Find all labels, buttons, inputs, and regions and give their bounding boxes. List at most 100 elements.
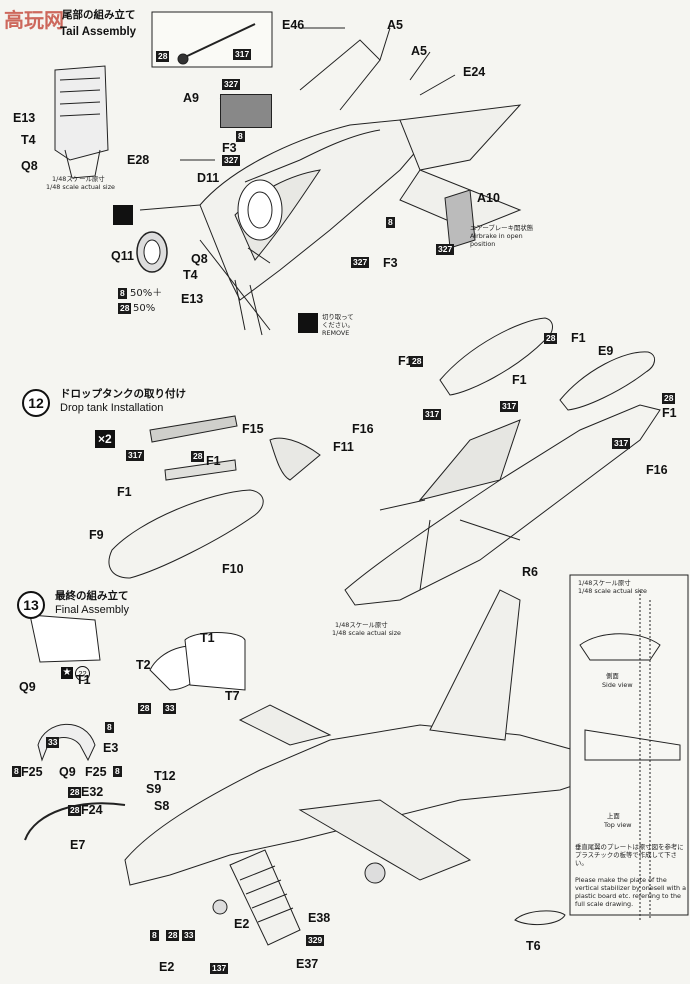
label-T2: T2 (136, 658, 151, 672)
scale-note-jp-3: 1/48スケール原寸 (578, 579, 631, 587)
panel-A9 (220, 94, 272, 128)
color-chip-28: 28 (156, 51, 170, 62)
color-chip-317-s12d: 317 (612, 438, 631, 449)
label-E13a: E13 (13, 111, 36, 125)
star-icon: ★ (61, 667, 73, 679)
remove-icon (298, 313, 318, 333)
label-E24: E24 (463, 65, 486, 79)
color-chip-28-s13d: 28 (166, 930, 180, 941)
label-F15: F15 (242, 422, 264, 436)
label-Q8b: Q8 (191, 252, 208, 266)
color-chip-317-s12c: 317 (423, 409, 442, 420)
watermark-logo: 高玩网 (4, 8, 64, 32)
paint-mix-line1: 50%＋ (130, 288, 163, 299)
inset-box-antenna (151, 11, 273, 68)
color-chip-137: 137 (210, 963, 229, 974)
color-chip-33-s13b: 33 (46, 737, 60, 748)
stabilizer-note-jp: 垂直尾翼のプレートは原寸図を参考にプラスチックの板等で作成して下さい。 (575, 843, 684, 867)
color-chip-28-s12c: 28 (544, 333, 558, 344)
label-E28: E28 (127, 153, 150, 167)
paint-mix-line2: 50% (133, 303, 156, 314)
scale-note-jp-1: 1/48スケール原寸 (52, 175, 105, 183)
color-chip-317: 317 (233, 49, 252, 60)
label-A9: A9 (183, 91, 199, 105)
label-F9: F9 (89, 528, 104, 542)
remove-note-jp1: 切り取って (322, 313, 354, 321)
color-chip-28-s12b: 28 (410, 356, 424, 367)
decal-22-icon: 22 (75, 666, 90, 681)
label-D11: D11 (197, 171, 220, 185)
scale-note-en-1: 1/48 scale actual size (46, 183, 115, 191)
label-F1c: F1 (398, 354, 413, 368)
label-S8: S8 (154, 799, 170, 813)
label-A10: A10 (477, 191, 500, 205)
label-F3a: F3 (222, 141, 237, 155)
color-chip-28-s13c: 28 (68, 805, 82, 816)
step13-title-en: Final Assembly (55, 604, 129, 616)
label-F1a: F1 (206, 454, 221, 468)
label-F3b: F3 (383, 256, 398, 270)
color-chip-33-s13a: 33 (163, 703, 177, 714)
label-E46: E46 (282, 18, 305, 32)
label-E7: E7 (70, 838, 86, 852)
label-E32: E32 (81, 785, 104, 799)
step12-title-en: Drop tank Installation (60, 402, 164, 414)
step12-number: 12 (22, 389, 50, 417)
label-F1e: F1 (512, 373, 527, 387)
color-chip-317-s12a: 317 (126, 450, 145, 461)
label-T7: T7 (225, 689, 240, 703)
label-R6: R6 (522, 565, 538, 579)
label-E2a: E2 (234, 917, 250, 931)
color-chip-8-s13b: 8 (12, 766, 21, 777)
airbrake-note-jp: エアーブレーキ開状態 (470, 224, 534, 232)
side-view-jp: 側面 (606, 672, 619, 680)
remove-note-jp2: ください。 (322, 321, 354, 329)
label-T4b: T4 (183, 268, 198, 282)
label-T4a: T4 (21, 133, 36, 147)
color-chip-28-s12a: 28 (191, 451, 205, 462)
color-chip-327d: 327 (436, 244, 455, 255)
label-Q9b: Q9 (59, 765, 76, 779)
color-chip-8a: 8 (236, 131, 245, 142)
label-E9: E9 (598, 344, 614, 358)
color-chip-28-s13b: 28 (68, 787, 82, 798)
paint-8-mix: 8 (118, 288, 127, 299)
label-A5b: A5 (411, 44, 427, 58)
label-T6: T6 (526, 939, 541, 953)
top-view-jp: 上面 (607, 812, 620, 820)
label-Q11: Q11 (111, 249, 134, 263)
color-chip-28-s13a: 28 (138, 703, 152, 714)
label-F25b: F25 (85, 765, 107, 779)
airbrake-note-en1: Airbrake in open (470, 232, 523, 240)
color-chip-329: 329 (306, 935, 325, 946)
label-Q8a: Q8 (21, 159, 38, 173)
label-A5a: A5 (387, 18, 403, 32)
color-chip-317-s12b: 317 (500, 401, 519, 412)
color-chip-327c: 327 (351, 257, 370, 268)
label-E2b: E2 (159, 960, 175, 974)
color-chip-327b: 327 (222, 155, 241, 166)
label-F1b: F1 (117, 485, 132, 499)
scale-note-jp-2: 1/48スケール原寸 (335, 621, 388, 629)
color-chip-327a: 327 (222, 79, 241, 90)
step12-title-jp: ドロップタンクの取り付け (60, 388, 186, 400)
color-chip-8-s13c: 8 (113, 766, 122, 777)
label-F11: F11 (333, 440, 354, 454)
scale-note-en-3: 1/48 scale actual size (578, 587, 647, 595)
paint-28-mix: 28 (118, 303, 132, 314)
label-T12: T12 (154, 769, 176, 783)
label-E3: E3 (103, 741, 119, 755)
step11-title-en: Tail Assembly (60, 26, 137, 38)
stabilizer-note-en: Please make the plate of the vertical st… (575, 876, 687, 908)
color-chip-28-s12d: 28 (662, 393, 676, 404)
label-F1d: F1 (571, 331, 586, 345)
cement-icon (113, 205, 133, 225)
remove-note-en: REMOVE (322, 329, 350, 337)
label-F25a: F25 (21, 765, 43, 779)
label-Q9a: Q9 (19, 680, 36, 694)
label-F24: F24 (81, 803, 103, 817)
color-chip-33-s13c: 33 (182, 930, 196, 941)
label-T1a: T1 (200, 631, 215, 645)
